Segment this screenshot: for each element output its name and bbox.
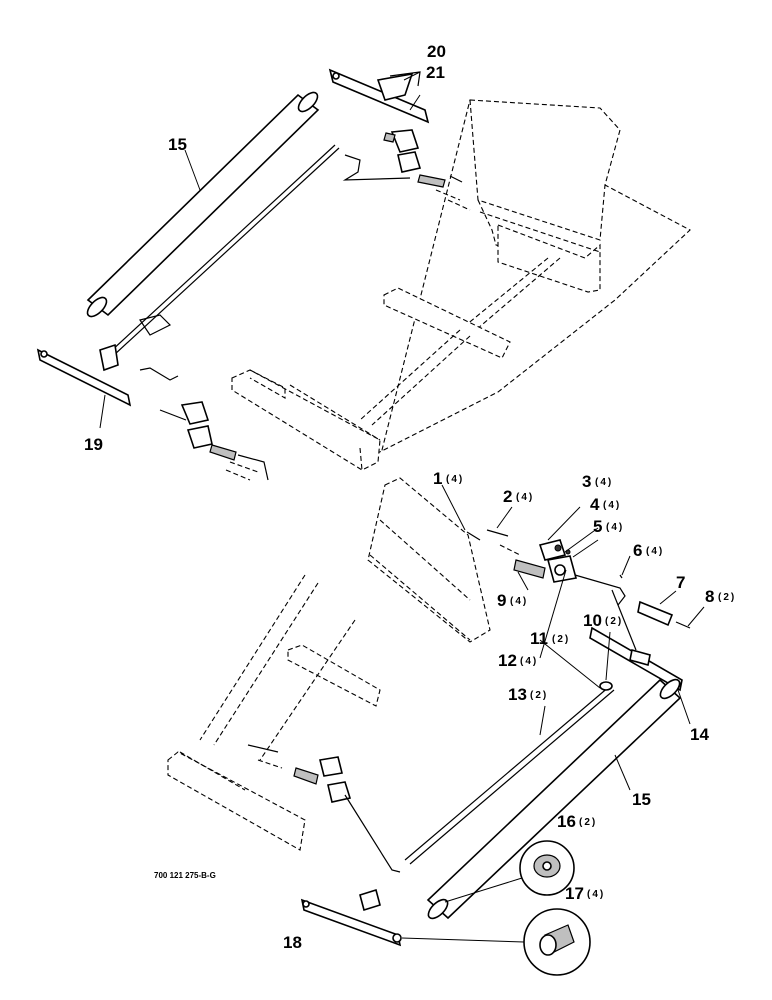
latch-lower-left [247, 744, 401, 873]
callout-8-number: 8 [705, 587, 714, 606]
callout-9-number: 9 [497, 591, 506, 610]
callout-13-number: 13 [508, 685, 527, 704]
callout-12-number: 12 [498, 651, 517, 670]
lower-assembly [167, 477, 691, 976]
callout-19-number: 19 [84, 435, 103, 454]
latch-upper-right [342, 129, 471, 211]
callout-8-qty: (2) [718, 592, 736, 603]
callout-18-number: 18 [283, 933, 302, 952]
callout-2-number: 2 [503, 487, 512, 506]
drawing-reference-number: 700 121 275-B-G [154, 871, 216, 880]
callout-10-qty: (2) [605, 616, 623, 627]
detail-bearing-16 [444, 840, 575, 903]
callout-10-number: 10 [583, 611, 602, 630]
callout-21-number: 21 [426, 63, 445, 82]
callout-6-qty: (4) [646, 546, 664, 557]
callout-12-qty: (4) [520, 656, 538, 667]
latch-upper-left [159, 401, 269, 481]
callout-14-number: 14 [690, 725, 709, 744]
bracket-lower-right [589, 589, 691, 692]
callouts: 20 21 15 19 1 (4) 2 (4) 3 (4) 4 (4) 5 (4… [84, 42, 736, 952]
callout-4-qty: (4) [603, 500, 621, 511]
callout-3-qty: (4) [595, 477, 613, 488]
shaft-lower [404, 681, 615, 865]
callout-1-number: 1 [433, 469, 442, 488]
detail-bushing-17 [401, 908, 591, 976]
callout-11-qty: (2) [552, 634, 570, 645]
callout-15-upper-number: 15 [168, 135, 187, 154]
roller-lower [426, 678, 682, 920]
lower-frame-outline [167, 477, 491, 851]
callout-5-number: 5 [593, 517, 602, 536]
latch-lower-right [466, 529, 626, 606]
callout-9-qty: (4) [510, 596, 528, 607]
bracket-lower-left [300, 888, 402, 947]
callout-3-number: 3 [582, 472, 591, 491]
upper-assembly [36, 68, 691, 481]
shaft-upper [109, 144, 336, 353]
callout-7-number: 7 [676, 573, 685, 592]
callout-20-number: 20 [427, 42, 446, 61]
callout-5-qty: (4) [606, 522, 624, 533]
callout-17-qty: (4) [587, 889, 605, 900]
callout-2-qty: (4) [516, 492, 534, 503]
bracket-upper-left [36, 314, 179, 407]
callout-11-number: 11 [530, 629, 548, 648]
callout-16-number: 16 [557, 812, 576, 831]
roller-upper [86, 91, 320, 318]
callout-13-qty: (2) [530, 690, 548, 701]
callout-15-lower-number: 15 [632, 790, 651, 809]
callout-6-number: 6 [633, 541, 642, 560]
upper-frame-outline [231, 99, 691, 471]
leader-lines [99, 71, 705, 791]
callout-16-qty: (2) [579, 817, 597, 828]
callout-17-number: 17 [565, 884, 584, 903]
bracket-upper-right [328, 68, 430, 124]
callout-1-qty: (4) [446, 474, 464, 485]
callout-4-number: 4 [590, 495, 600, 514]
